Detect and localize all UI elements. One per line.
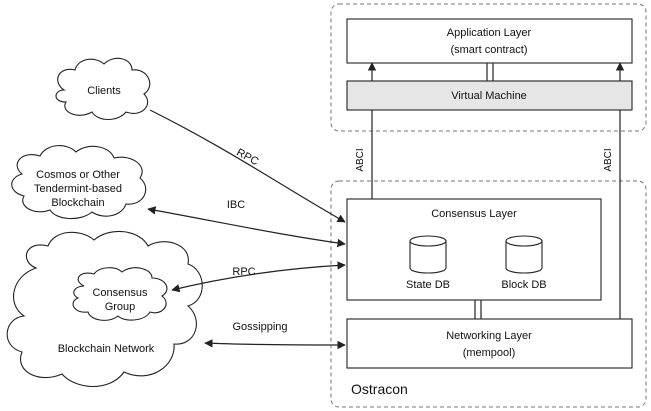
consensus-group-label-line1: Consensus: [92, 287, 148, 299]
consensus-group-label-line2: Group: [105, 301, 136, 313]
gossipping-label: Gossipping: [232, 321, 287, 333]
abci-left-label: ABCI: [355, 148, 366, 171]
blockchain-network-label: Blockchain Network: [58, 343, 155, 355]
networking-layer-title: Networking Layer: [446, 330, 532, 342]
abci-right-label: ABCI: [603, 148, 614, 171]
ibc-label: IBC: [227, 199, 245, 211]
cosmos-label-line1: Cosmos or Other: [36, 169, 120, 181]
ostracon-label: Ostracon: [351, 381, 408, 397]
application-group-border: [330, 3, 647, 132]
ostracon-group-border: [330, 180, 647, 408]
clients-cloud: [55, 57, 151, 121]
rpc-consensus-group-arrow: [171, 261, 346, 293]
consensus-layer-label: Consensus Layer: [431, 208, 517, 220]
virtual-machine-box: [346, 80, 633, 111]
application-layer-subtitle: (smart contract): [450, 44, 527, 56]
virtual-machine-label: Virtual Machine: [451, 90, 527, 102]
consensus-group-cloud: [72, 267, 168, 321]
consensus-layer-box: [346, 198, 602, 301]
rpc-clients-label: RPC: [234, 147, 260, 169]
cosmos-cloud: [11, 145, 147, 220]
clients-label: Clients: [87, 85, 121, 97]
rpc-consensus-group-label: RPC: [232, 266, 255, 278]
block-db-label: Block DB: [501, 279, 546, 291]
ibc-arrow: [147, 206, 346, 248]
networking-layer-box: [346, 318, 633, 369]
networking-layer-subtitle: (mempool): [463, 347, 516, 359]
rpc-clients-arrow: [149, 109, 346, 223]
cosmos-label-line2: Tendermint-based: [34, 183, 122, 195]
gossipping-arrow: [204, 339, 346, 350]
state-db-label: State DB: [406, 279, 450, 291]
application-layer-box: [346, 18, 633, 64]
block-db-icon: [505, 235, 543, 274]
cosmos-label-line3: Blockchain: [51, 197, 104, 209]
state-db-icon: [409, 235, 447, 274]
application-layer-title: Application Layer: [447, 27, 532, 39]
